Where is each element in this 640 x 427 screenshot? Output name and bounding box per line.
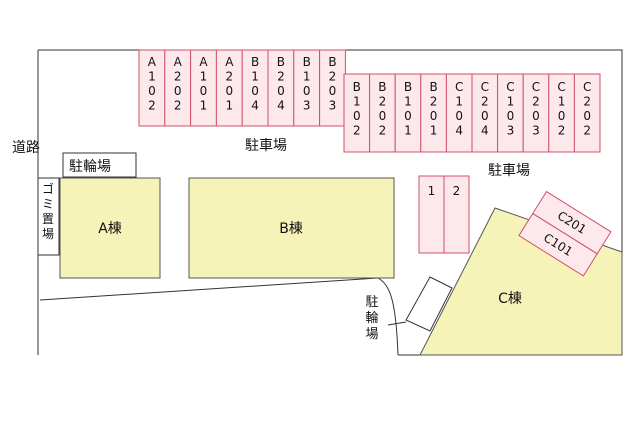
garbage-label-text: ゴミ置場: [42, 181, 54, 241]
parking-label-top: 駐車場: [245, 137, 287, 154]
bike-parking-bottom: [405, 276, 453, 332]
bike-parking-leader: [387, 321, 407, 326]
bike-parking-bottom-text: 駐輪場: [365, 295, 378, 342]
building-c-label: C棟: [498, 291, 522, 307]
parking-space-b104: [241, 49, 269, 127]
road-label: 道路: [12, 140, 40, 156]
bike-parking-bottom-label: 駐輪場: [365, 295, 378, 342]
bike-parking-top-label: 駐輪場: [69, 158, 111, 175]
parking-space-c203: [522, 73, 550, 153]
parking-space-a101: [190, 49, 217, 127]
parking-space-c101: [518, 212, 598, 277]
parking-space-label: 2: [453, 184, 461, 198]
parking-label-right: 駐車場: [488, 162, 530, 179]
driveway-line: [39, 277, 399, 356]
parking-space-a201: [215, 49, 243, 127]
parking-space-b204: [267, 49, 295, 127]
building-a: [59, 177, 161, 279]
parking-space-1: [418, 175, 445, 254]
parking-space-b203: [319, 49, 346, 127]
garbage-label: ゴミ置場: [42, 181, 54, 241]
building-b-label: B棟: [279, 221, 303, 237]
parking-space-b201: [420, 73, 447, 153]
parking-space-label: 1: [428, 184, 436, 198]
parking-space-2: [443, 175, 470, 254]
parking-space-c103: [497, 73, 524, 153]
building-b: [188, 177, 395, 279]
garbage-area: [37, 177, 60, 256]
parking-space-c202: [573, 73, 601, 153]
building-a-label: A棟: [98, 221, 122, 237]
parking-space-b103: [293, 49, 321, 127]
parking-space-c104: [445, 73, 473, 153]
bike-parking-top: [62, 152, 137, 178]
parking-space-c204: [471, 73, 499, 153]
